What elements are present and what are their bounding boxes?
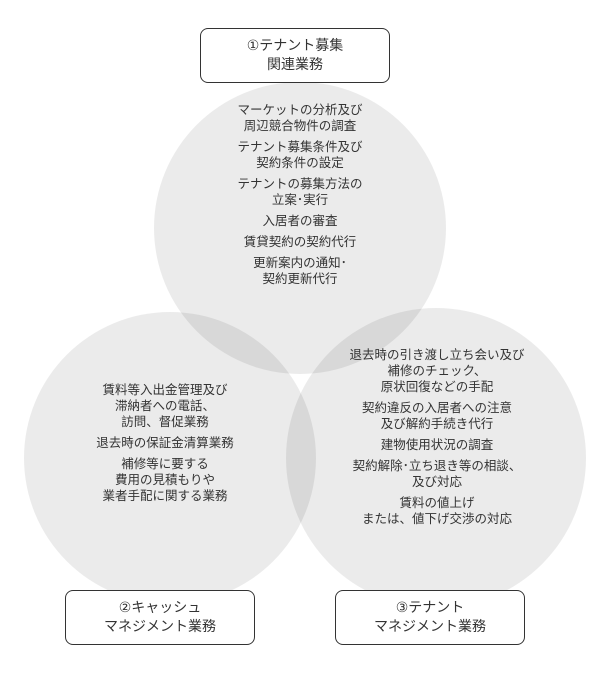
task-item: テナントの募集方法の立案･実行	[200, 176, 400, 208]
task-item: 賃料等入出金管理及び滞納者への電話、訪問、督促業務	[60, 382, 270, 430]
title-line: ②キャッシュ	[118, 599, 202, 616]
task-item-line: 契約違反の入居者への注意	[361, 400, 512, 415]
task-item: 契約解除･立ち退き等の相談、及び対応	[317, 458, 557, 490]
task-item: 補修等に要する費用の見積もりや業者手配に関する業務	[60, 456, 270, 504]
task-item-line: 契約更新代行	[262, 271, 338, 286]
circle-tenant-recruitment	[154, 82, 446, 374]
task-item-line: 賃料の値上げ	[399, 495, 475, 510]
task-item-line: または、値下げ交渉の対応	[361, 511, 512, 526]
task-item: 入居者の審査	[200, 213, 400, 229]
task-item: 賃料の値上げまたは、値下げ交渉の対応	[317, 495, 557, 527]
task-item-line: 補修のチェック、	[387, 363, 487, 378]
task-item-line: 滞納者への電話、	[114, 398, 215, 413]
task-item-line: マーケットの分析及び	[237, 102, 363, 117]
task-item-line: 更新案内の通知･	[253, 255, 347, 270]
task-item-line: 業者手配に関する業務	[102, 488, 228, 503]
items-tenant-management: 退去時の引き渡し立ち会い及び補修のチェック、原状回復などの手配契約違反の入居者へ…	[317, 347, 557, 532]
title-line: マネジメント業務	[104, 618, 216, 635]
task-item-line: 賃貸契約の契約代行	[243, 234, 357, 249]
task-item: マーケットの分析及び周辺競合物件の調査	[200, 102, 400, 134]
task-item-line: 退去時の引き渡し立ち会い及び	[349, 347, 525, 362]
task-item-line: 費用の見積もりや	[114, 472, 215, 487]
title-line: マネジメント業務	[374, 618, 486, 635]
task-item-line: 退去時の保証金清算業務	[96, 435, 234, 450]
category-title-box-3: ③テナント マネジメント業務	[335, 590, 525, 645]
task-item-line: 及び解約手続き代行	[380, 416, 494, 431]
category-title-box-2: ②キャッシュ マネジメント業務	[65, 590, 255, 645]
task-item-line: 原状回復などの手配	[380, 379, 494, 394]
task-item-line: テナント募集条件及び	[237, 139, 363, 154]
task-item: 退去時の引き渡し立ち会い及び補修のチェック、原状回復などの手配	[317, 347, 557, 395]
task-item-line: 立案･実行	[271, 192, 329, 207]
task-item-line: テナントの募集方法の	[237, 176, 363, 191]
circle-tenant-management	[286, 308, 586, 608]
task-item: 更新案内の通知･契約更新代行	[200, 255, 400, 287]
task-item-line: 及び対応	[411, 474, 462, 489]
task-item-line: 建物使用状況の調査	[380, 437, 494, 452]
title-line: ①テナント募集	[246, 37, 344, 54]
title-line: ③テナント	[395, 599, 465, 616]
task-item: 契約違反の入居者への注意及び解約手続き代行	[317, 400, 557, 432]
category-title-box-1: ①テナント募集 関連業務	[200, 28, 390, 83]
task-item-line: 周辺競合物件の調査	[243, 118, 357, 133]
items-cash-management: 賃料等入出金管理及び滞納者への電話、訪問、督促業務退去時の保証金清算業務補修等に…	[60, 382, 270, 509]
task-item-line: 入居者の審査	[262, 213, 338, 228]
task-item: テナント募集条件及び契約条件の設定	[200, 139, 400, 171]
items-tenant-recruitment: マーケットの分析及び周辺競合物件の調査テナント募集条件及び契約条件の設定テナント…	[200, 102, 400, 292]
task-item-line: 補修等に要する	[121, 456, 209, 471]
circle-cash-management	[24, 312, 316, 604]
task-item-line: 契約条件の設定	[256, 155, 344, 170]
task-item: 建物使用状況の調査	[317, 437, 557, 453]
task-item: 退去時の保証金清算業務	[60, 435, 270, 451]
task-item-line: 賃料等入出金管理及び	[102, 382, 228, 397]
task-item-line: 契約解除･立ち退き等の相談、	[352, 458, 522, 473]
task-item: 賃貸契約の契約代行	[200, 234, 400, 250]
title-line: 関連業務	[267, 56, 323, 73]
task-item-line: 訪問、督促業務	[121, 414, 209, 429]
